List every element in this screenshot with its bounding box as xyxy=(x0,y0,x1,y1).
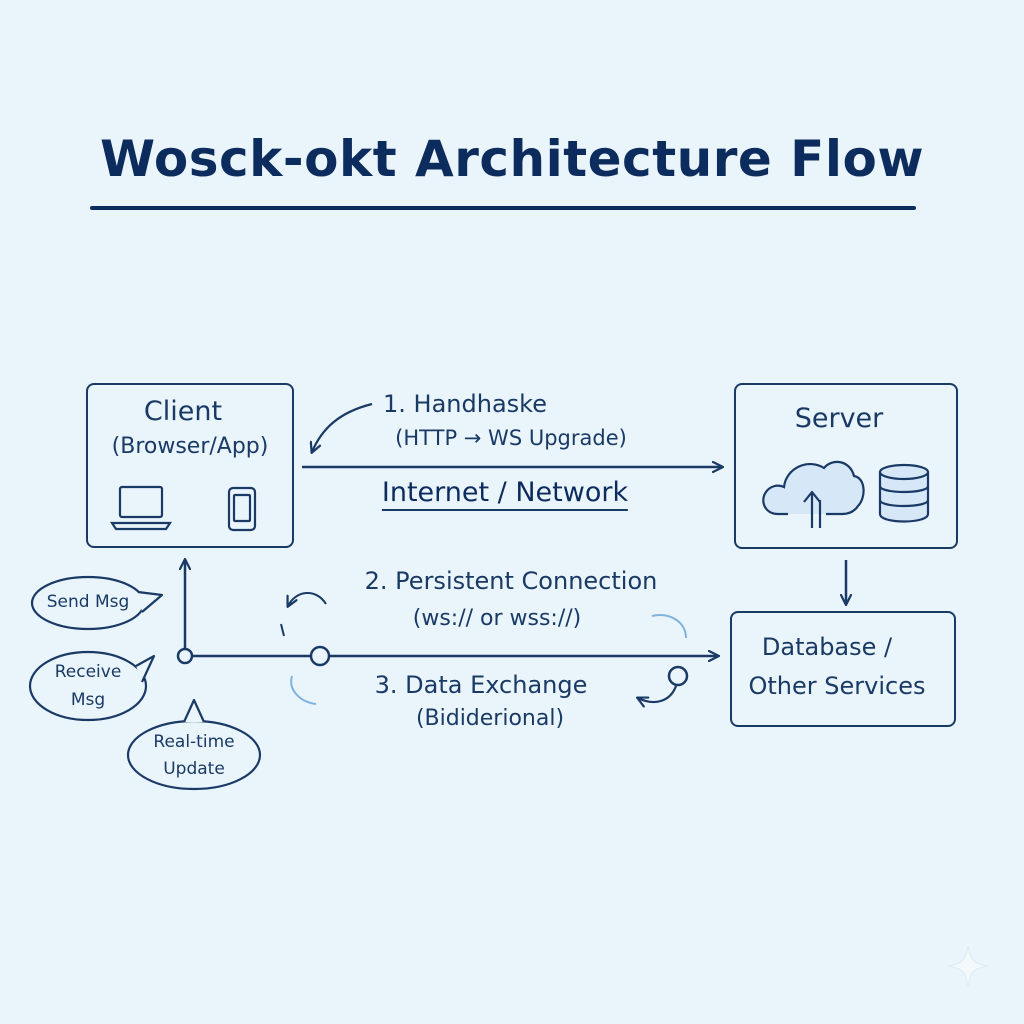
client-node xyxy=(176,647,194,665)
persistent-detail-label: (ws:// or wss://) xyxy=(412,606,582,631)
bubble-realtime-update xyxy=(126,698,262,791)
database-label-line1: Database / xyxy=(761,633,893,661)
bubble-receive-msg xyxy=(28,650,156,722)
client-subtitle: (Browser/App) xyxy=(111,434,269,459)
cycle-arrow-left xyxy=(288,592,327,606)
network-label: Internet / Network xyxy=(381,477,629,511)
handshake-curve-arrow xyxy=(312,402,373,452)
cycle-arrow-left-lower xyxy=(280,623,285,637)
title-underline xyxy=(90,206,916,210)
database-icon xyxy=(878,463,930,523)
handshake-detail-label: (HTTP → WS Upgrade) xyxy=(395,426,627,450)
connection-node xyxy=(309,645,331,667)
return-arrow xyxy=(638,685,678,702)
database-label-line2: Other Services xyxy=(748,672,926,700)
bubble-realtime-text-line1: Real-time xyxy=(153,732,235,752)
return-node xyxy=(667,665,689,687)
bubble-realtime-text-line2: Update xyxy=(163,759,225,779)
server-title: Server xyxy=(794,403,884,434)
client-title: Client xyxy=(143,396,223,427)
cycle-light-right xyxy=(651,614,687,639)
client-box xyxy=(86,383,294,548)
exchange-detail-label: (Bididerional) xyxy=(415,706,565,731)
handshake-step-label: 1. Handhaske xyxy=(383,390,547,418)
server-box xyxy=(734,383,958,549)
phone-icon xyxy=(227,486,257,532)
persistent-step-label: 2. Persistent Connection xyxy=(364,567,658,595)
cycle-light-left xyxy=(290,675,317,705)
bubble-send-msg xyxy=(30,575,164,631)
bubble-receive-msg-text-line1: Receive xyxy=(54,662,122,682)
sparkle-icon xyxy=(947,945,989,987)
database-box xyxy=(730,611,956,727)
cloud-upload-icon xyxy=(762,460,865,528)
laptop-icon xyxy=(109,485,173,531)
bubble-receive-msg-text-line2: Msg xyxy=(70,690,106,710)
exchange-step-label: 3. Data Exchange xyxy=(374,671,588,699)
bubble-send-msg-text: Send Msg xyxy=(46,592,130,612)
diagram-title: Wosck-okt Architecture Flow xyxy=(99,130,925,188)
